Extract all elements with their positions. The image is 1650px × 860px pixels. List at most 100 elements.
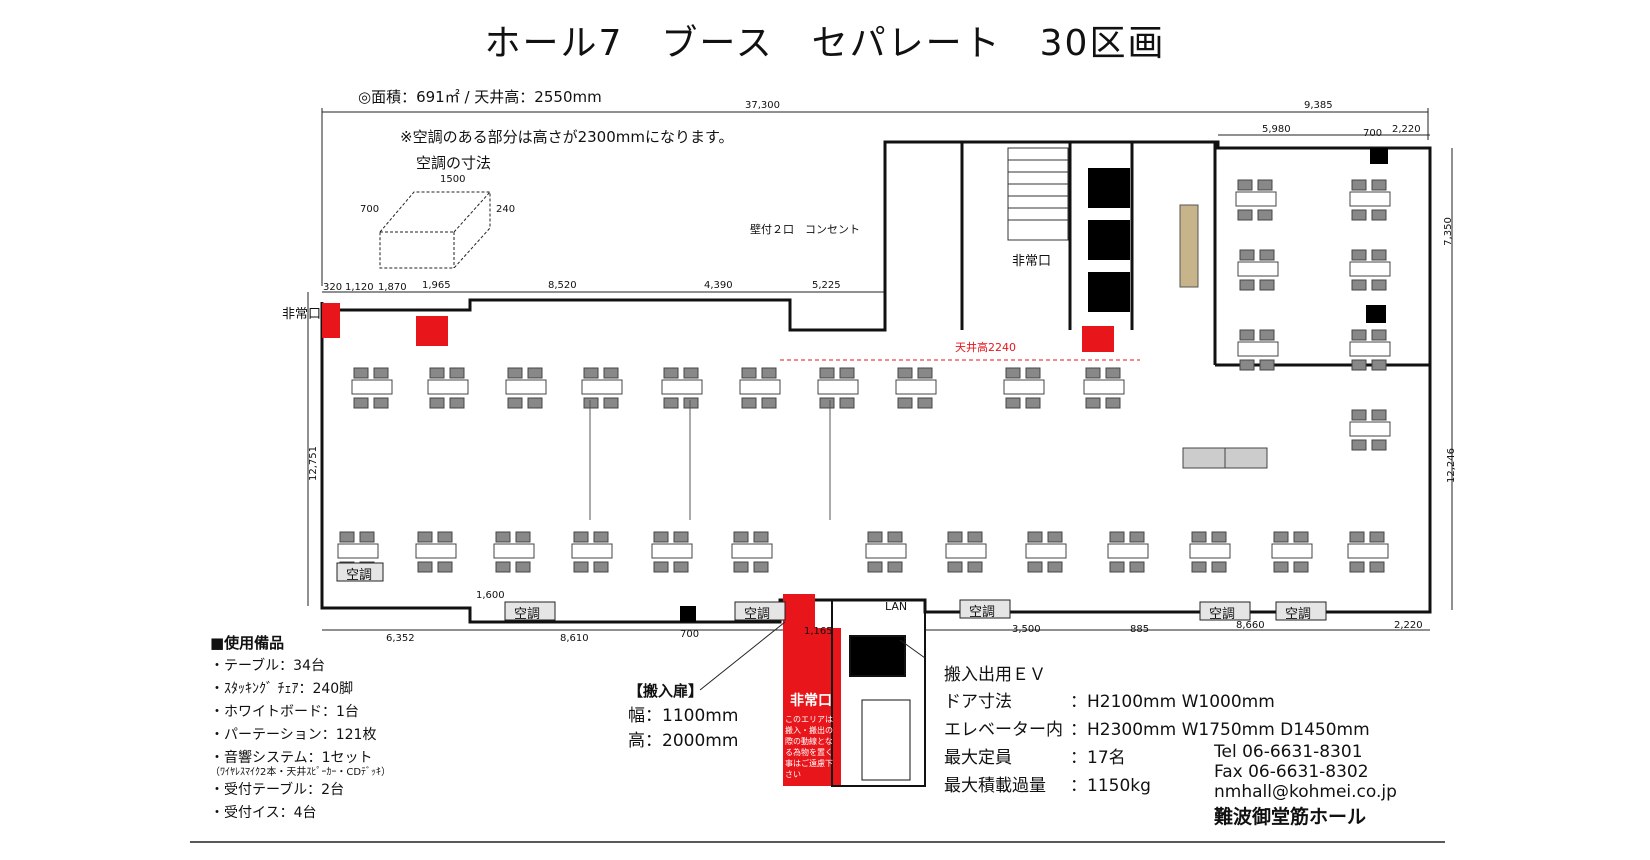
dim-upper-6: 5,225 bbox=[812, 280, 841, 291]
dim-bottom-3: 2,220 bbox=[1394, 620, 1423, 631]
dim-upper-3: 1,965 bbox=[422, 280, 451, 291]
dim-side-left: 12,751 bbox=[308, 446, 319, 481]
booth-cluster bbox=[739, 367, 781, 409]
ev-key: 最大積載過量 bbox=[944, 776, 1046, 796]
equipment-item: ・ホワイトボード：1台 bbox=[210, 704, 359, 720]
booth-cluster bbox=[427, 367, 469, 409]
dim-bottom-6: 3,500 bbox=[1012, 624, 1041, 635]
booth-cluster bbox=[1347, 531, 1389, 573]
equipment-item: ・ｽﾀｯｷﾝｸﾞ ﾁｪｱ：240脚 bbox=[210, 681, 354, 697]
dim-bottom-0: 6,352 bbox=[386, 633, 415, 644]
dim-bottom-7: 885 bbox=[1130, 624, 1150, 635]
aircon-sketch bbox=[379, 191, 491, 269]
dim-top-sub1: 5,980 bbox=[1262, 124, 1291, 135]
dim-upper-5: 4,390 bbox=[704, 280, 733, 291]
booth-cluster bbox=[1189, 531, 1231, 573]
booth-cluster bbox=[661, 367, 703, 409]
booth-cluster bbox=[1237, 329, 1279, 371]
booth-cluster bbox=[493, 531, 535, 573]
aircon-label-6: 空調 bbox=[346, 568, 373, 583]
booth-cluster bbox=[651, 531, 693, 573]
contact-section: Tel 06-6631-8301 Fax 06-6631-8302 nmhall… bbox=[1214, 742, 1397, 829]
dim-upper-4: 8,520 bbox=[548, 280, 577, 291]
ev-key: ドア寸法 bbox=[944, 692, 1012, 712]
ev-value: ：H2100mm W1000mm bbox=[1070, 692, 1275, 712]
door-leader bbox=[699, 621, 786, 691]
door-heading: 【搬入扉】 bbox=[628, 682, 704, 700]
dim-bottom-8: 700 bbox=[680, 629, 700, 640]
emergency-exit-upper: 非常口 bbox=[1012, 254, 1052, 269]
booth-cluster bbox=[505, 367, 547, 409]
booth-cluster bbox=[1349, 179, 1391, 221]
dim-upper-0: 320 bbox=[323, 282, 343, 293]
ev-key: 最大定員 bbox=[944, 748, 1012, 768]
aircon-label-3: 空調 bbox=[969, 605, 996, 620]
dim-side-right-bottom: 12,246 bbox=[1446, 448, 1457, 483]
equipment-item: ・テーブル：34台 bbox=[210, 658, 325, 674]
booth-cluster bbox=[1349, 329, 1391, 371]
dim-upper-1: 1,120 bbox=[345, 282, 374, 293]
dimension-lines bbox=[307, 108, 1453, 631]
page-title: ホール7 ブース セパレート 30区画 bbox=[484, 23, 1166, 64]
ceiling-label: 天井高2240 bbox=[955, 341, 1016, 354]
dim-bottom-4: 1,600 bbox=[476, 590, 505, 601]
reception-table bbox=[1179, 204, 1199, 288]
ac-note: ※空調のある部分は高さが2300mmになります。 bbox=[400, 128, 734, 146]
booth-clusters bbox=[337, 179, 1391, 573]
door-height: 高：2000mm bbox=[628, 731, 739, 751]
upper-pillars bbox=[680, 148, 1388, 622]
ev-value: ：1150kg bbox=[1070, 776, 1151, 796]
booth-cluster bbox=[1237, 249, 1279, 291]
ev-leader bbox=[899, 639, 926, 659]
dim-bottom-1: 8,610 bbox=[560, 633, 589, 644]
booth-cluster bbox=[817, 367, 859, 409]
hall-name: 難波御堂筋ホール bbox=[1214, 806, 1367, 828]
aircon-boxes bbox=[336, 562, 1327, 621]
equipment-item: ・音響システム：1セット bbox=[210, 750, 373, 766]
booth-cluster bbox=[351, 367, 393, 409]
booth-cluster bbox=[1349, 409, 1391, 451]
door-width: 幅：1100mm bbox=[628, 706, 739, 726]
ev-value: ：H2300mm W1750mm D1450mm bbox=[1070, 720, 1370, 740]
booth-cluster bbox=[1349, 249, 1391, 291]
equipment-item: ・受付イス：4台 bbox=[210, 805, 317, 821]
booth-cluster bbox=[1107, 531, 1149, 573]
dim-side-right-top: 7,350 bbox=[1442, 217, 1454, 246]
booth-cluster bbox=[1083, 367, 1125, 409]
booth-cluster bbox=[1271, 531, 1313, 573]
aircon-label-5: 空調 bbox=[1285, 607, 1312, 622]
booth-cluster bbox=[415, 531, 457, 573]
booth-cluster bbox=[1025, 531, 1067, 573]
booth-cluster bbox=[865, 531, 907, 573]
elevator-heading: 搬入出用ＥＶ bbox=[944, 665, 1046, 685]
ac-dim-width: 1500 bbox=[440, 174, 466, 185]
ac-dims-label: 空調の寸法 bbox=[416, 154, 492, 172]
booth-cluster bbox=[945, 531, 987, 573]
equipment-item-sub: （ﾜｲﾔﾚｽﾏｲｸ2本・天井ｽﾋﾟｰｶｰ・CDﾃﾞｯｷ） bbox=[210, 767, 392, 778]
equipment-item: ・受付テーブル：2台 bbox=[210, 782, 345, 798]
aircon-label-2: 空調 bbox=[744, 607, 771, 622]
emergency-exit-lower: 非常口 bbox=[790, 693, 832, 709]
contact-email: nmhall@kohmei.co.jp bbox=[1214, 782, 1397, 802]
aircon-label-1: 空調 bbox=[514, 607, 541, 622]
equipment-heading: ■使用備品 bbox=[210, 634, 285, 652]
aircon-label-4: 空調 bbox=[1209, 607, 1236, 622]
area-spec: ◎面積：691㎡ / 天井高：2550mm bbox=[358, 88, 602, 106]
booth-cluster bbox=[571, 531, 613, 573]
ev-value: ：17名 bbox=[1070, 748, 1126, 768]
booth-cluster bbox=[895, 367, 937, 409]
upper-stairs bbox=[1007, 147, 1069, 241]
booth-cluster bbox=[581, 367, 623, 409]
dim-bottom-5: 1,165 bbox=[804, 626, 833, 637]
red-area-note: このエリアは搬入・搬出の際の動線となる為物を置く事はご遠慮下さい bbox=[785, 715, 833, 779]
mid-tables bbox=[1182, 447, 1268, 469]
dim-top-sub2: 2,220 bbox=[1392, 124, 1421, 135]
equipment-item: ・パーテーション：121枚 bbox=[210, 727, 377, 743]
dim-top-right: 9,385 bbox=[1304, 100, 1333, 111]
contact-tel: Tel 06-6631-8301 bbox=[1214, 742, 1363, 762]
dim-upper-2: 1,870 bbox=[378, 282, 407, 293]
equipment-section: ■使用備品 ・テーブル：34台 ・ｽﾀｯｷﾝｸﾞ ﾁｪｱ：240脚 ・ホワイトボ… bbox=[210, 632, 391, 825]
contact-fax: Fax 06-6631-8302 bbox=[1214, 762, 1369, 782]
ev-key: エレベーター内 bbox=[944, 720, 1063, 740]
